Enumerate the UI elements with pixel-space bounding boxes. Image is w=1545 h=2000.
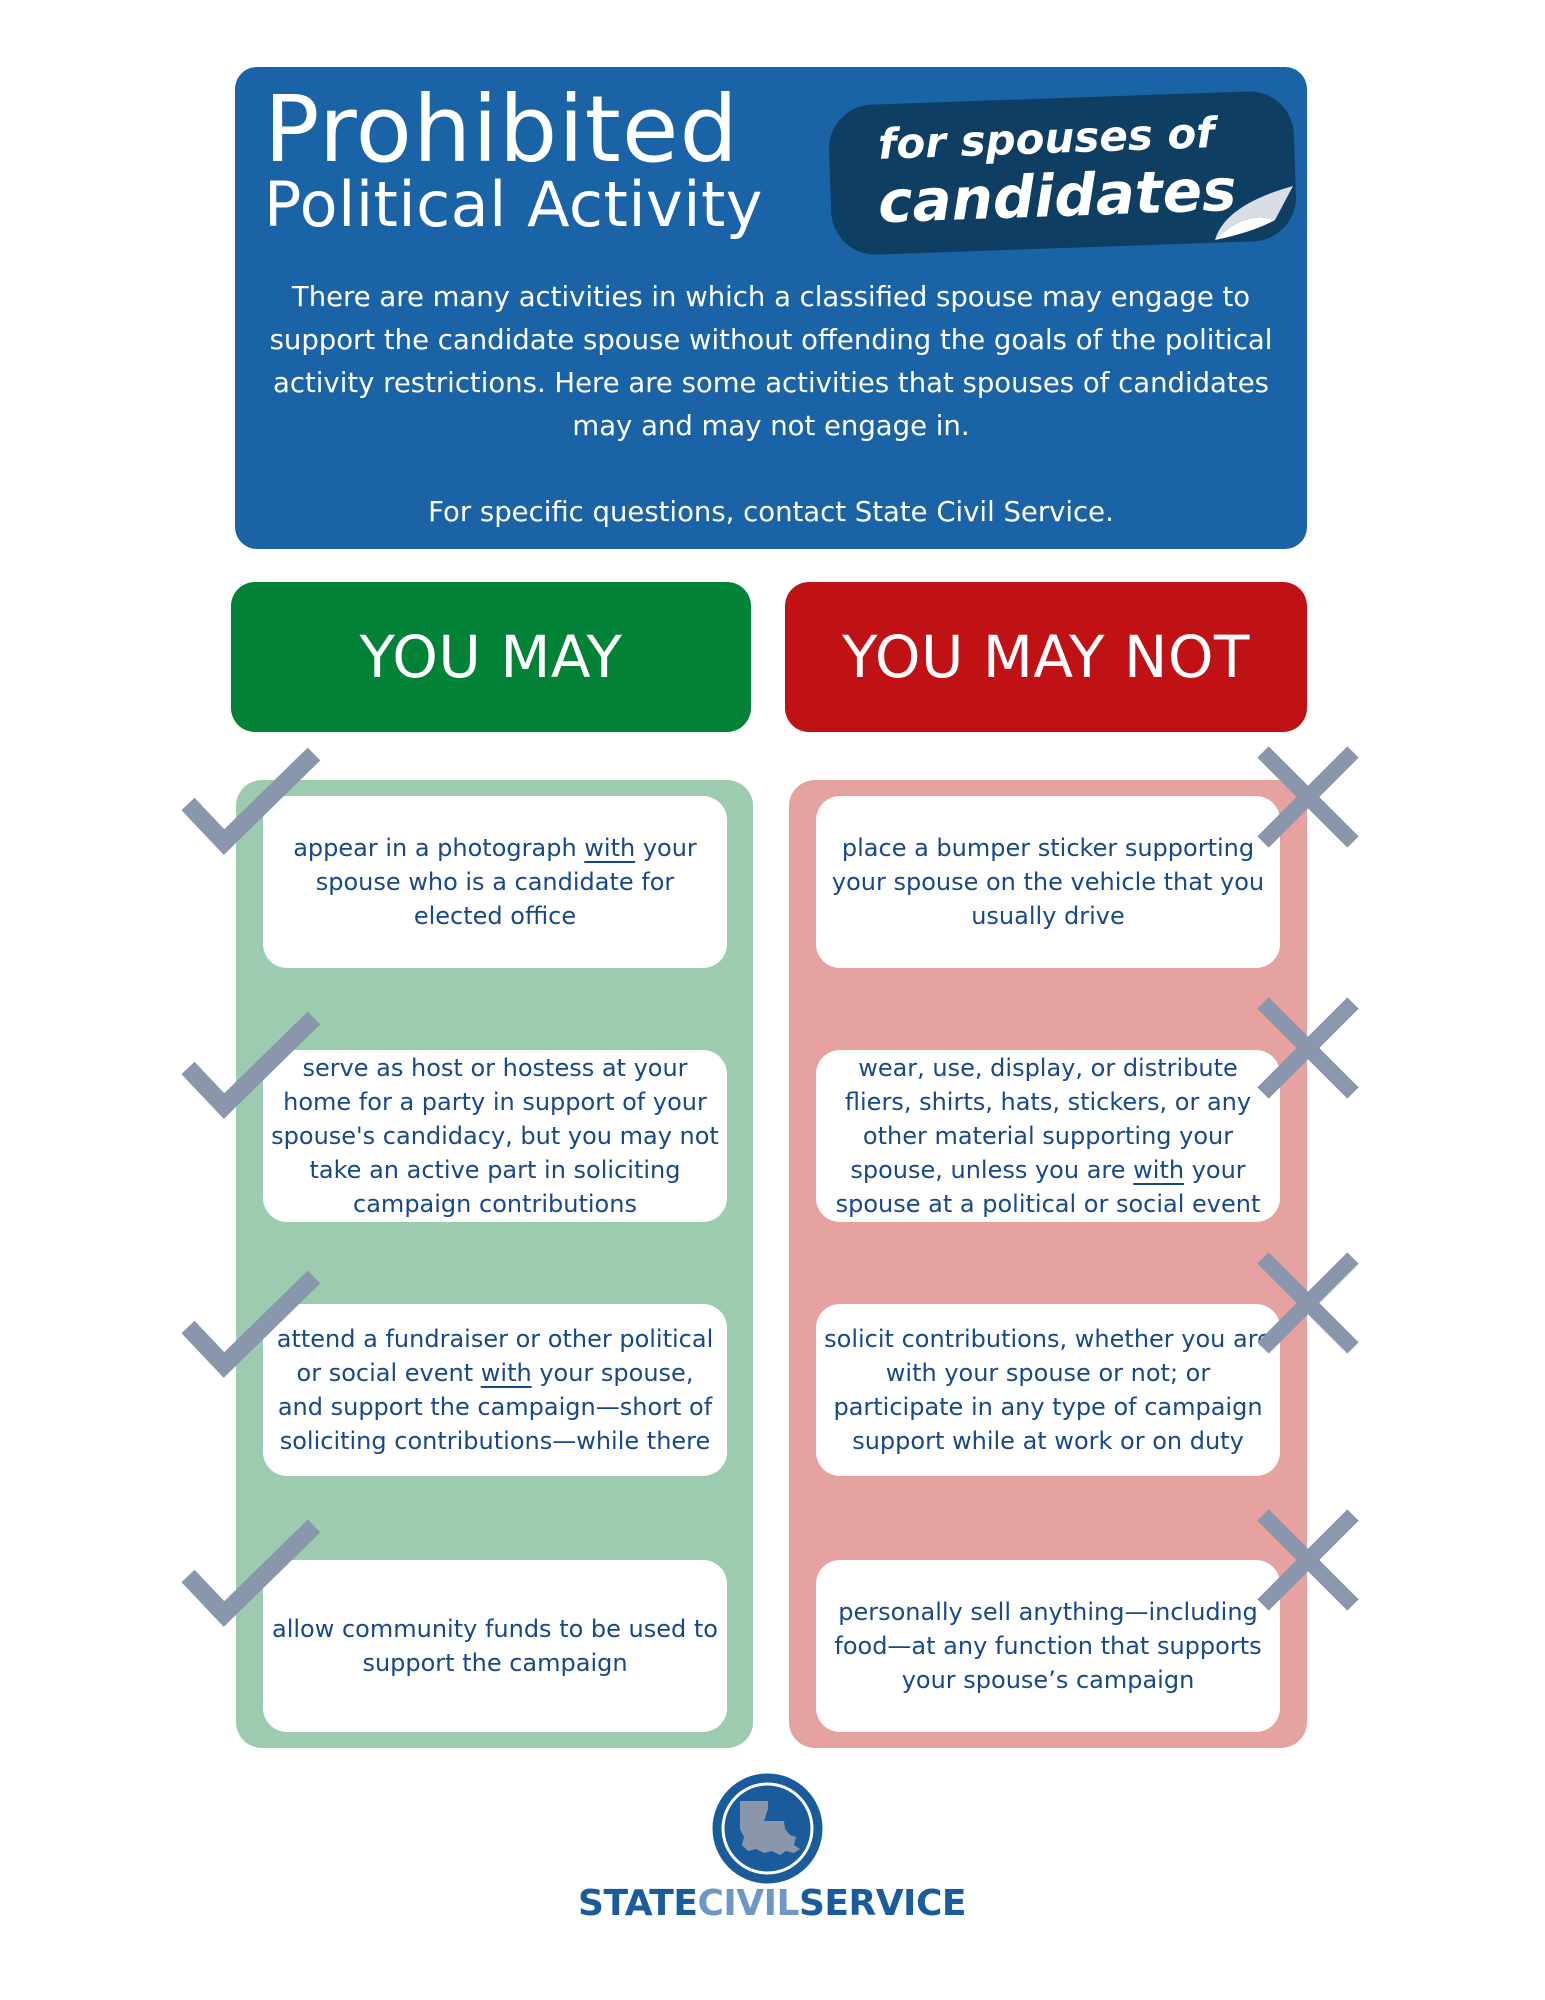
may-item-text: allow community funds to be used to supp… (272, 1615, 718, 1677)
may-item-card: attend a fundraiser or other political o… (263, 1304, 727, 1476)
checkmark-icon (181, 747, 321, 855)
checkmark-icon (181, 1011, 321, 1119)
you-may-heading: YOU MAY (231, 582, 751, 732)
x-mark-icon (1257, 997, 1359, 1099)
may-item-card: allow community funds to be used to supp… (263, 1560, 727, 1732)
may-not-item-text: personally sell anything—including food—… (834, 1598, 1262, 1694)
intro-text: There are many activities in which a cla… (269, 281, 1273, 442)
contact-text: For specific questions, contact State Ci… (428, 496, 1114, 528)
page-curl-icon (1215, 186, 1293, 240)
checkmark-icon (181, 1270, 321, 1378)
may-item-card: serve as host or hostess at your home fo… (263, 1050, 727, 1222)
may-not-item-card: wear, use, display, or distribute fliers… (816, 1050, 1280, 1222)
may-item-text: appear in a photograph with your spouse … (293, 834, 697, 930)
state-civil-service-logo: STATECIVILSERVICE (578, 1883, 966, 1924)
may-not-item-card: personally sell anything—including food—… (816, 1560, 1280, 1732)
may-not-item-card: solicit contributions, whether you are w… (816, 1304, 1280, 1476)
louisiana-state-icon (712, 1773, 823, 1884)
checkmark-icon (181, 1519, 321, 1627)
may-not-item-card: place a bumper sticker supporting your s… (816, 796, 1280, 968)
may-item-card: appear in a photograph with your spouse … (263, 796, 727, 968)
audience-tag-line2: candidates (876, 155, 1238, 237)
may-not-item-text: solicit contributions, whether you are w… (824, 1325, 1272, 1455)
x-mark-icon (1257, 1252, 1359, 1354)
page-title: Prohibited (264, 76, 739, 183)
may-not-item-text: wear, use, display, or distribute fliers… (835, 1054, 1261, 1218)
may-item-text: attend a fundraiser or other political o… (276, 1325, 714, 1455)
you-may-not-heading: YOU MAY NOT (785, 582, 1307, 732)
x-mark-icon (1257, 1509, 1359, 1611)
page-subtitle: Political Activity (264, 168, 763, 241)
may-not-item-text: place a bumper sticker supporting your s… (831, 834, 1265, 930)
x-mark-icon (1257, 746, 1359, 848)
may-item-text: serve as host or hostess at your home fo… (271, 1054, 719, 1218)
